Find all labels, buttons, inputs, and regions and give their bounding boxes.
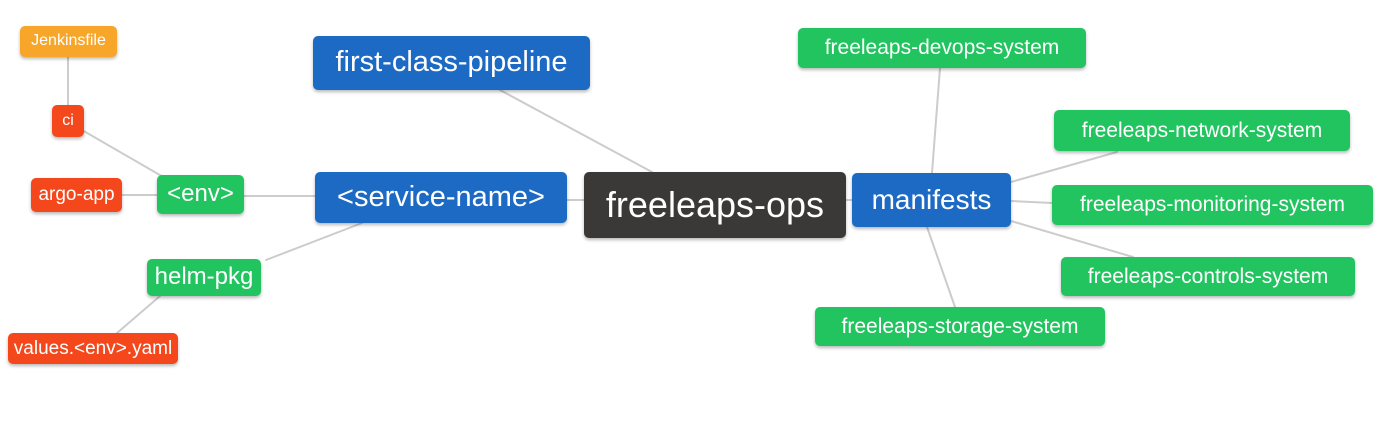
node-service-name[interactable]: <service-name> bbox=[315, 172, 567, 223]
edge-manifests-to-devops-system bbox=[931, 67, 941, 174]
node-label-freeleaps-ops: freeleaps-ops bbox=[605, 183, 825, 225]
node-manifests[interactable]: manifests bbox=[852, 173, 1011, 227]
edge-first-class-pipeline-to-freeleaps-ops bbox=[499, 89, 653, 173]
node-controls-system[interactable]: freeleaps-controls-system bbox=[1061, 257, 1355, 296]
edge-ci-to-env bbox=[81, 129, 166, 179]
node-network-system[interactable]: freeleaps-network-system bbox=[1054, 110, 1350, 151]
node-storage-system[interactable]: freeleaps-storage-system bbox=[815, 307, 1105, 346]
node-label-devops-system: freeleaps-devops-system bbox=[824, 36, 1060, 59]
node-devops-system[interactable]: freeleaps-devops-system bbox=[798, 28, 1086, 68]
node-label-manifests: manifests bbox=[871, 183, 992, 215]
edge-helm-pkg-to-service-name bbox=[265, 222, 363, 261]
node-freeleaps-ops[interactable]: freeleaps-ops bbox=[584, 172, 846, 238]
node-monitoring-system[interactable]: freeleaps-monitoring-system bbox=[1052, 185, 1373, 225]
node-label-jenkinsfile: Jenkinsfile bbox=[31, 32, 106, 49]
node-label-service-name: <service-name> bbox=[337, 180, 545, 213]
node-ci[interactable]: ci bbox=[52, 105, 84, 137]
node-label-controls-system: freeleaps-controls-system bbox=[1087, 264, 1329, 288]
node-label-first-class-pipeline: first-class-pipeline bbox=[335, 46, 568, 78]
node-label-argo-app: argo-app bbox=[38, 184, 115, 205]
node-label-values-env-yaml: values.<env>.yaml bbox=[13, 337, 173, 359]
edge-manifests-to-controls-system bbox=[1010, 220, 1134, 258]
node-helm-pkg[interactable]: helm-pkg bbox=[147, 259, 261, 296]
node-label-storage-system: freeleaps-storage-system bbox=[841, 314, 1079, 338]
node-first-class-pipeline[interactable]: first-class-pipeline bbox=[313, 36, 590, 90]
node-label-network-system: freeleaps-network-system bbox=[1081, 118, 1323, 142]
node-values-env-yaml[interactable]: values.<env>.yaml bbox=[8, 333, 178, 364]
node-label-helm-pkg: helm-pkg bbox=[154, 263, 254, 290]
node-label-env: <env> bbox=[167, 180, 234, 207]
node-jenkinsfile[interactable]: Jenkinsfile bbox=[20, 26, 117, 57]
edge-values-env-yaml-to-helm-pkg bbox=[116, 295, 161, 334]
node-label-ci: ci bbox=[62, 111, 74, 129]
node-argo-app[interactable]: argo-app bbox=[31, 178, 122, 212]
node-env[interactable]: <env> bbox=[157, 175, 244, 214]
edge-manifests-to-network-system bbox=[1010, 151, 1118, 183]
node-label-monitoring-system: freeleaps-monitoring-system bbox=[1080, 193, 1345, 216]
edge-manifests-to-monitoring-system bbox=[1010, 200, 1053, 204]
edge-manifests-to-storage-system bbox=[926, 226, 956, 308]
